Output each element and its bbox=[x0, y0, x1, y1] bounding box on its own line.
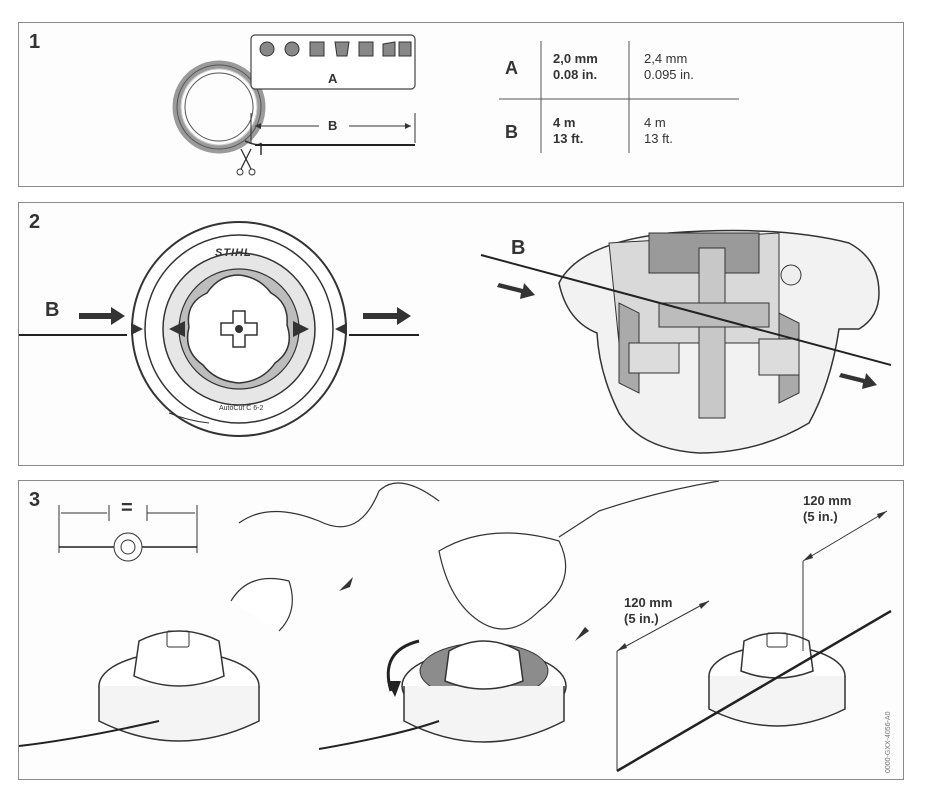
table-row-a-label: A bbox=[505, 58, 518, 78]
line-label-b: B bbox=[511, 237, 526, 259]
step-number: 1 bbox=[29, 31, 41, 53]
measurement-label: 120 mm(5 in.) bbox=[803, 493, 852, 524]
mowing-head-middle bbox=[318, 481, 720, 750]
rotate-arrow-icon bbox=[387, 681, 401, 697]
line-shape-samples bbox=[250, 34, 416, 90]
line-length-label: B bbox=[328, 118, 338, 133]
step-1-panel: 1 bbox=[18, 22, 904, 187]
arrow-right-icon bbox=[363, 307, 411, 325]
line-spool-illustration bbox=[172, 34, 739, 176]
mowing-head-top-view bbox=[131, 221, 347, 437]
scissors-icon bbox=[236, 148, 256, 176]
mowing-head-right bbox=[708, 632, 846, 727]
mowing-head-left bbox=[19, 482, 440, 747]
step-3-panel: 3 bbox=[18, 480, 904, 780]
measurement-label: 120 mm(5 in.) bbox=[624, 595, 673, 626]
head-model-text: AutoCut C 6-2 bbox=[219, 405, 264, 412]
brand-logo: STIHL bbox=[215, 247, 252, 259]
line-diameter-label: A bbox=[328, 71, 338, 86]
line-coil-icon bbox=[172, 60, 266, 155]
step-number: 3 bbox=[29, 489, 41, 511]
arrow-right-icon bbox=[839, 373, 877, 389]
equal-sign: = bbox=[121, 497, 133, 519]
arrow-right-icon bbox=[79, 307, 125, 325]
spool-cutaway-view bbox=[558, 229, 880, 454]
threading-illustration bbox=[19, 221, 892, 454]
line-label-b: B bbox=[45, 299, 60, 321]
document-code: 0000-GXX-4056-A0 bbox=[885, 711, 892, 773]
step-2-panel: 2 bbox=[18, 202, 904, 466]
winding-illustration bbox=[19, 481, 892, 773]
table-row-b-label: B bbox=[505, 122, 518, 142]
arrow-right-icon bbox=[497, 283, 535, 299]
step-number: 2 bbox=[29, 211, 41, 233]
equal-halves-icon bbox=[58, 505, 198, 562]
